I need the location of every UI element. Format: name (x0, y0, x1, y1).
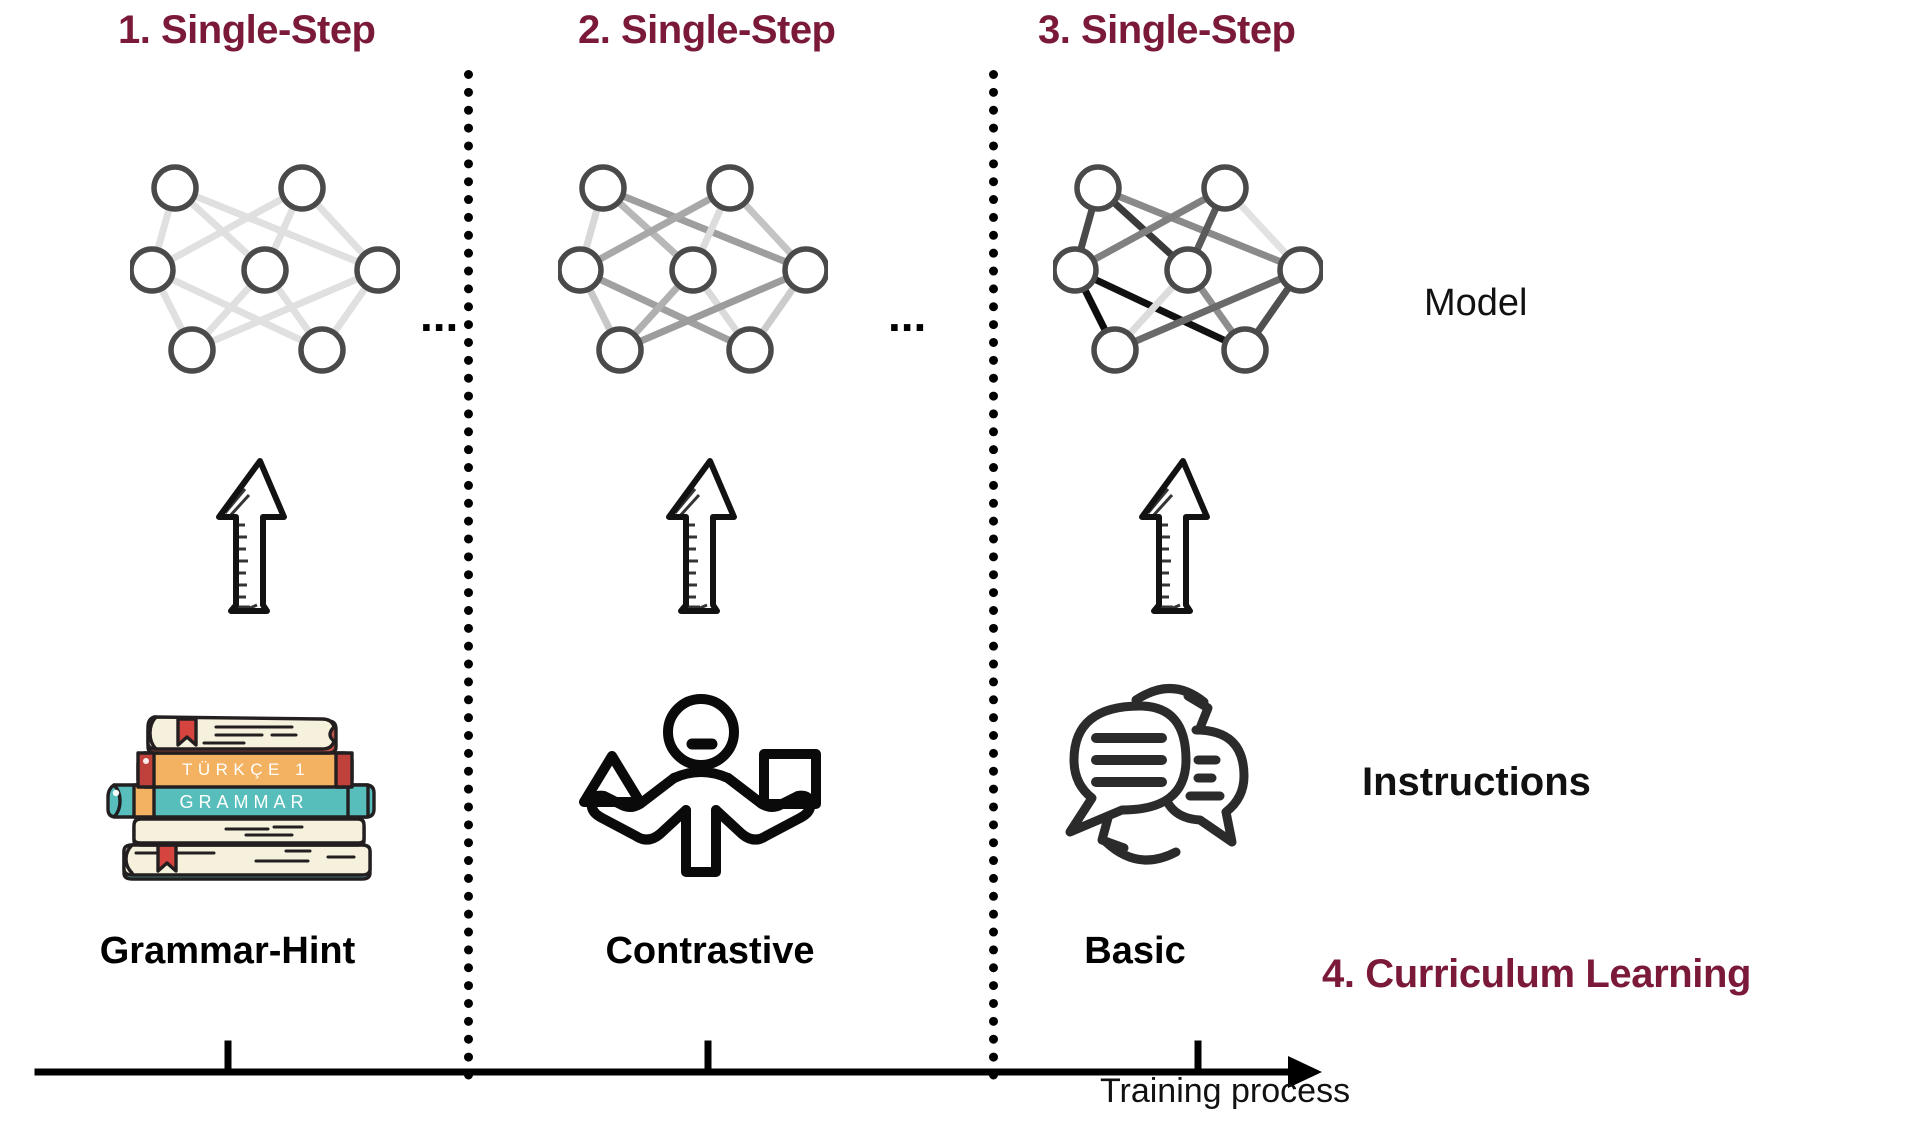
stage-name-grammar-hint: Grammar-Hint (99, 930, 356, 972)
column-divider-2 (989, 70, 998, 1080)
neural-network-icon-step2 (558, 164, 828, 374)
book-stack-icon: TÜRKÇE 1 GRAMMAR (106, 715, 376, 881)
neural-network-icon-step1 (130, 164, 400, 374)
step-title-3: 3. Single-Step (1038, 8, 1296, 52)
neural-network-icon-step3 (1053, 164, 1323, 374)
chat-exchange-icon (1065, 684, 1249, 865)
axis-caption: Training process (1100, 1072, 1351, 1110)
row-label-instructions: Instructions (1362, 760, 1591, 804)
ellipsis-between-step2-step3: ... (888, 289, 927, 341)
stage-name-basic: Basic (1084, 930, 1186, 972)
ellipsis-between-step1-step2: ... (420, 289, 459, 341)
training-process-axis (34, 1040, 1322, 1088)
row-label-model: Model (1424, 282, 1528, 324)
stage-name-contrastive: Contrastive (605, 930, 815, 972)
book-title-grammar: GRAMMAR (180, 792, 309, 812)
step-title-2: 2. Single-Step (578, 8, 836, 52)
sketch-up-arrow-icon-step1 (216, 458, 287, 614)
sketch-up-arrow-icon-step2 (666, 458, 737, 614)
step-title-1: 1. Single-Step (118, 8, 376, 52)
sketch-up-arrow-icon-step3 (1139, 458, 1210, 614)
book-title-turkce: TÜRKÇE 1 (182, 760, 310, 779)
curriculum-learning-title: 4. Curriculum Learning (1322, 952, 1752, 996)
axis-arrow-icon (1288, 1056, 1322, 1088)
column-divider-1 (464, 70, 473, 1080)
compare-person-icon (579, 694, 821, 877)
